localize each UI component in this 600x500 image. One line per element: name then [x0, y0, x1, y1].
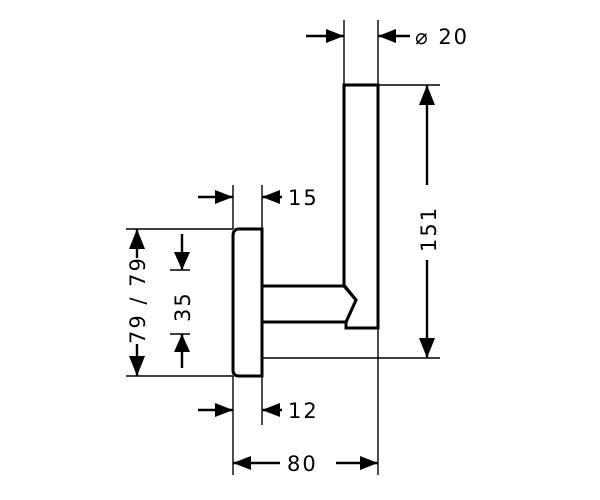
dim-diameter-label: ⌀ 20	[415, 25, 469, 49]
dim-plate-height: 79 / 79	[124, 229, 150, 376]
dim-plate-thickness-label: 15	[288, 186, 319, 210]
dim-rod-offset: 12	[198, 399, 319, 423]
dim-height-label: 151	[417, 206, 441, 252]
dim-height: 151	[417, 85, 441, 358]
dim-depth: 80	[233, 452, 378, 476]
dim-depth-label: 80	[287, 452, 318, 476]
dim-diameter: ⌀ 20	[306, 25, 469, 49]
dim-rod-offset-label: 12	[288, 399, 319, 423]
wall-plate	[231, 227, 264, 378]
dim-plate-height-label: 79 / 79	[126, 256, 150, 344]
extension-lines	[126, 20, 440, 475]
dim-mount-spacing-label: 35	[171, 291, 195, 322]
dim-plate-thickness: 15	[198, 186, 319, 210]
holder-outline	[231, 83, 380, 378]
horizontal-arm	[260, 284, 358, 324]
dim-mount-spacing: 35	[171, 234, 195, 368]
